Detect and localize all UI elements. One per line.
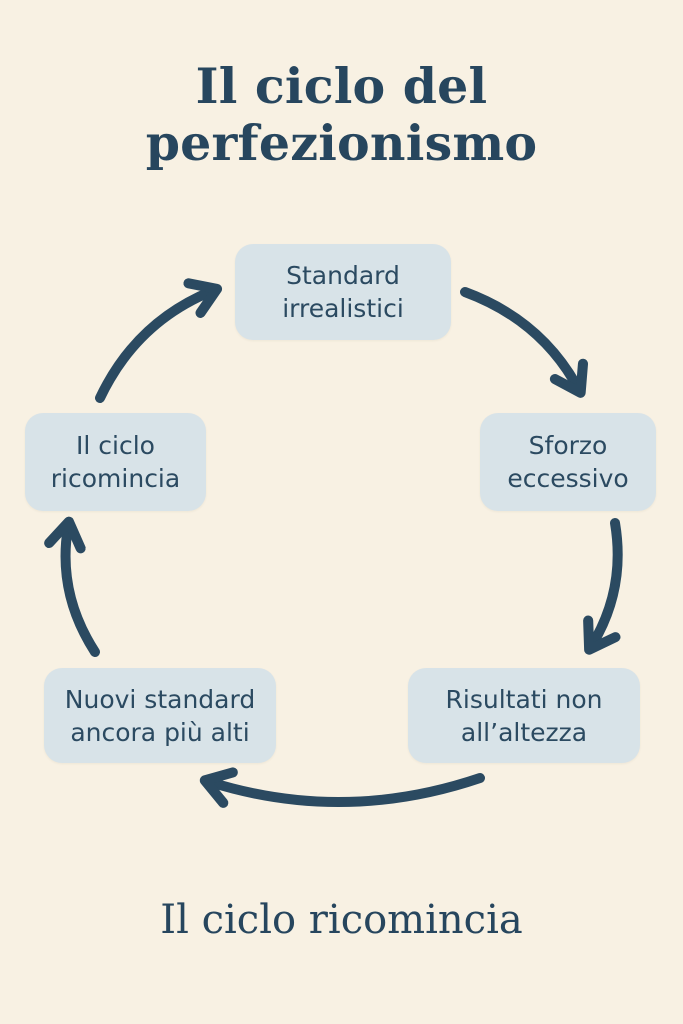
node-il-ciclo-ricomincia: Il ciclo ricomincia [25, 413, 206, 511]
arrow-left-to-top-icon [95, 278, 223, 403]
arrow-top-to-right-icon [460, 287, 589, 398]
node-sforzo-eccessivo: Sforzo eccessivo [480, 413, 656, 511]
arrow-bottomright-to-bottomleft-icon [199, 767, 485, 808]
node-risultati-non-allaltezza: Risultati non all’altezza [408, 668, 640, 763]
arrow-bottomleft-to-left-icon [44, 516, 100, 657]
arrow-right-to-bottomright-icon [583, 518, 623, 655]
page-title-line2: perfezionismo [145, 113, 538, 172]
node-standard-irrealistici: Standard irrealistici [235, 244, 451, 340]
page-title-line1: Il ciclo del [195, 57, 488, 115]
node-nuovi-standard-piu-alti: Nuovi standard ancora più alti [44, 668, 276, 763]
footer-caption: Il ciclo ricomincia [160, 897, 523, 943]
